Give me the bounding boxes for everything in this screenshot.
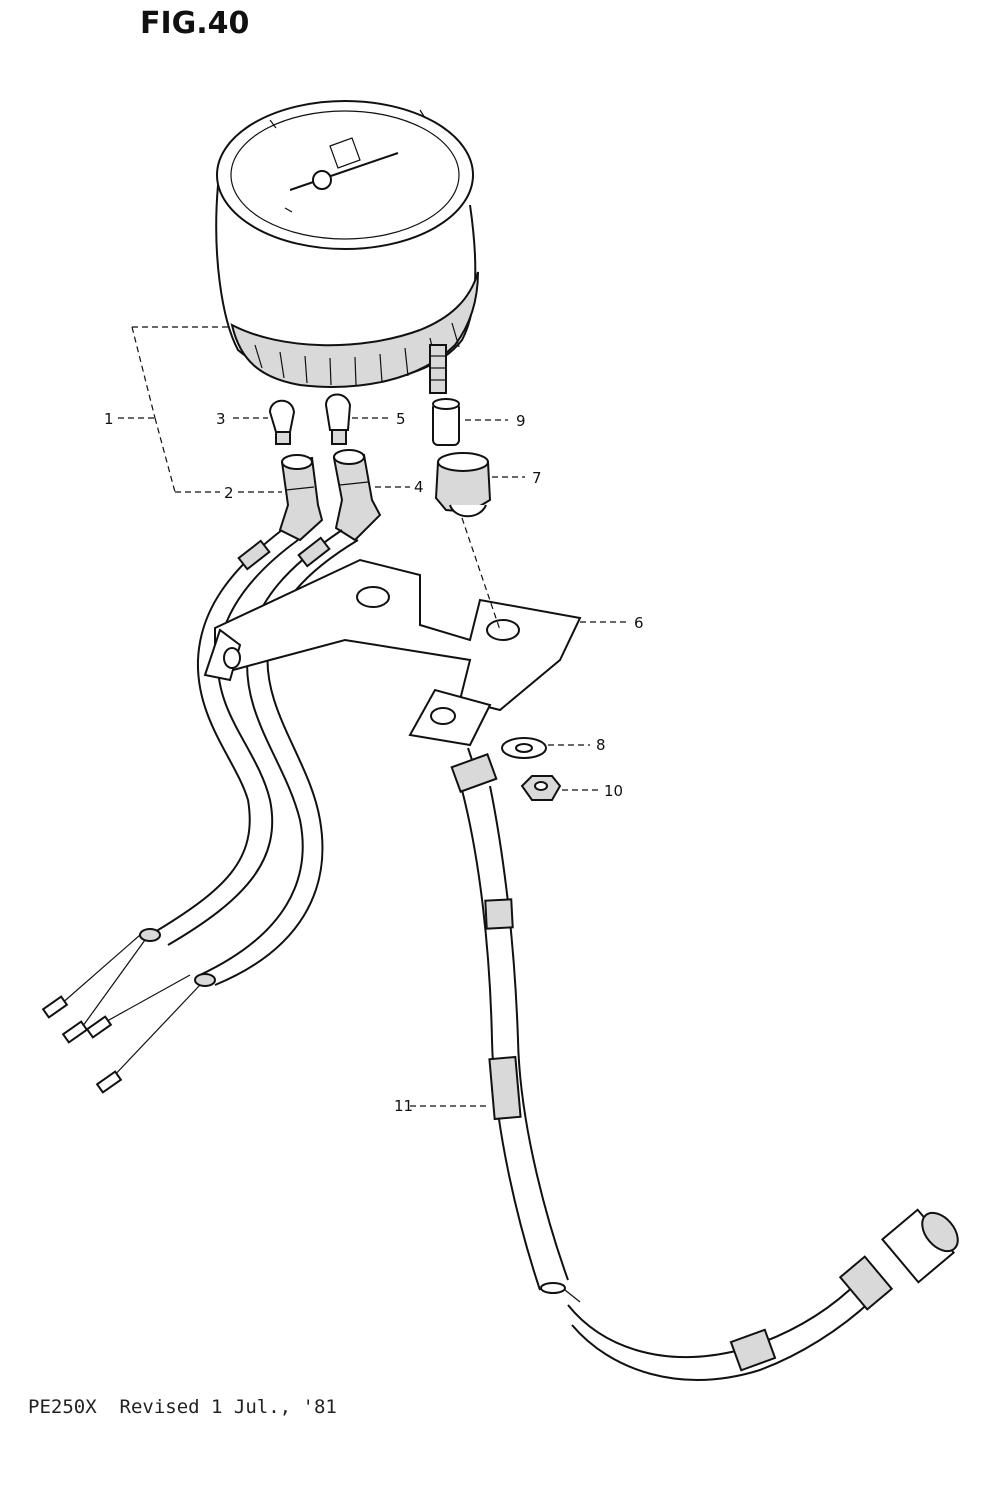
nut-10 xyxy=(520,775,562,801)
footer-revision: PE250X Revised 1 Jul., '81 xyxy=(28,1396,337,1418)
callout-3: 3 xyxy=(216,410,226,428)
callout-10: 10 xyxy=(604,782,623,800)
callout-11: 11 xyxy=(394,1097,413,1115)
callout-9: 9 xyxy=(516,412,526,430)
bracket-6 xyxy=(203,558,582,747)
leader-lines xyxy=(118,326,627,1107)
cable-11 xyxy=(450,747,959,1381)
callout-7: 7 xyxy=(532,469,542,487)
socket-4 xyxy=(332,449,382,542)
gauge-assembly xyxy=(215,100,479,394)
callout-8: 8 xyxy=(596,736,606,754)
callout-1: 1 xyxy=(104,410,114,428)
bulb-5 xyxy=(324,393,352,445)
callout-5: 5 xyxy=(396,410,406,428)
callout-2: 2 xyxy=(224,484,234,502)
callout-4: 4 xyxy=(414,478,424,496)
washer-8 xyxy=(501,737,547,759)
socket-2 xyxy=(278,454,324,542)
grommet-7 xyxy=(434,452,492,518)
callout-6: 6 xyxy=(634,614,644,632)
bulb-3 xyxy=(268,399,296,445)
figure-title: FIG.40 xyxy=(140,6,250,41)
wire-harness xyxy=(41,529,359,1094)
spacer-9 xyxy=(432,398,460,446)
